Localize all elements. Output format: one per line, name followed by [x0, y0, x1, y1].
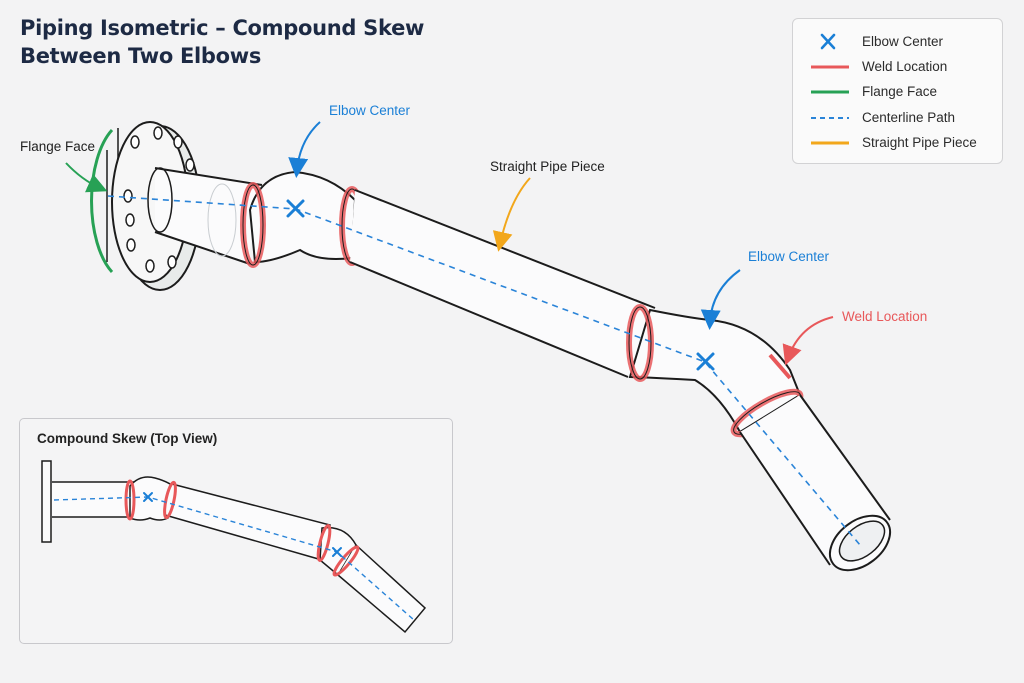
- inset-panel: Compound Skew (Top View): [19, 418, 453, 644]
- elbow-center-1-arrow: [288, 121, 321, 178]
- flange-face-highlight: [90, 128, 114, 274]
- legend-label: Centerline Path: [862, 110, 956, 125]
- page-title: Piping Isometric – Compound Skew Between…: [20, 14, 424, 70]
- legend-label: Elbow Center: [862, 34, 944, 49]
- weld-location-arrow: [782, 316, 834, 366]
- callout-elbow-center-1: Elbow Center: [329, 103, 411, 118]
- outlet-pipe: [739, 394, 892, 572]
- elbow-center-2-arrow: [700, 269, 741, 330]
- legend-item-flange-face: Flange Face: [793, 82, 1002, 102]
- callout-flange-face: Flange Face: [20, 139, 96, 154]
- legend-item-elbow-center: Elbow Center: [793, 32, 1002, 52]
- elbow-center-mark-1: [286, 199, 305, 218]
- legend-item-straight-pipe-piece: Straight Pipe Piece: [793, 133, 1002, 153]
- callout-straight-pipe: Straight Pipe Piece: [490, 159, 605, 174]
- elbow-1: [240, 170, 365, 268]
- legend-label: Flange Face: [862, 84, 938, 99]
- dashed-line-swatch: [811, 117, 849, 119]
- green-line-swatch: [811, 90, 849, 94]
- title-line-2: Between Two Elbows: [20, 44, 262, 68]
- pipe-stub-1: [147, 167, 263, 265]
- title-line-1: Piping Isometric – Compound Skew: [20, 16, 425, 40]
- flange-face-arrow: [65, 162, 108, 193]
- callout-weld-location: Weld Location: [842, 309, 928, 324]
- x-mark-icon: [820, 33, 836, 50]
- callout-elbow-center-2: Elbow Center: [748, 249, 830, 264]
- legend-label: Weld Location: [862, 59, 948, 74]
- legend: Elbow Center Weld Location Flange Face C…: [792, 18, 1003, 164]
- straight-pipe-arrow: [492, 177, 531, 252]
- flange: [90, 121, 201, 291]
- elbow-center-mark-2: [696, 352, 715, 371]
- legend-item-centerline-path: Centerline Path: [793, 108, 1002, 128]
- red-line-swatch: [811, 65, 849, 69]
- inset-title: Compound Skew (Top View): [37, 431, 218, 446]
- straight-pipe: [349, 189, 656, 378]
- legend-label: Straight Pipe Piece: [862, 135, 977, 150]
- orange-line-swatch: [811, 141, 849, 145]
- legend-item-weld-location: Weld Location: [793, 57, 1002, 77]
